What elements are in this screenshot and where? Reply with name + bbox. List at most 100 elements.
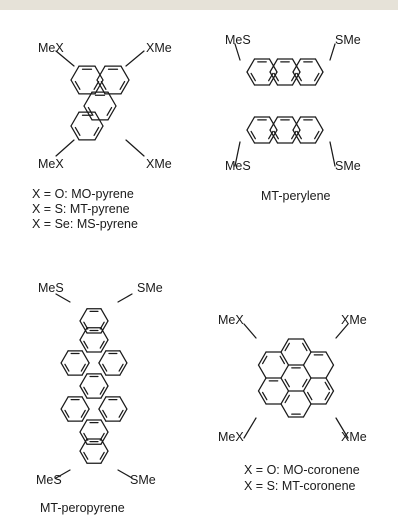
peropyrene-double-bond — [83, 386, 89, 395]
perylene-double-bond — [273, 130, 279, 140]
coronene-bond — [257, 351, 267, 366]
peropyrene-bond — [60, 396, 69, 410]
perylene-bond — [314, 129, 324, 144]
perylene-double-bond — [250, 130, 256, 140]
perylene-label-top-right: SMe — [335, 33, 361, 47]
peropyrene-bond — [81, 396, 90, 410]
perylene-double-bond — [250, 72, 256, 82]
pyrene-bond — [120, 79, 130, 95]
perylene-double-bond — [314, 130, 320, 140]
coronene-bond — [257, 390, 267, 405]
coronene-label-top-left: MeX — [218, 313, 244, 327]
pyrene-label-top-right: XMe — [146, 41, 172, 55]
coronene-double-bond — [279, 355, 286, 365]
peropyrene-double-bond — [99, 340, 105, 349]
peropyrene-bond — [60, 362, 69, 376]
pyrene-double-bond — [100, 80, 107, 90]
perylene-bond — [291, 129, 301, 144]
peropyrene-double-bond — [80, 409, 86, 418]
perylene-double-bond — [314, 72, 320, 82]
coronene-bond — [280, 390, 290, 405]
coronene-caption-s: X = S: MT-coronene — [244, 479, 356, 493]
peropyrene-bond — [100, 419, 109, 433]
peropyrene-substituent-bond — [117, 293, 133, 303]
peropyrene-bond — [81, 350, 90, 364]
peropyrene-bond — [119, 362, 128, 376]
pyrene-bond — [70, 111, 80, 127]
coronene-double-bond — [306, 391, 313, 401]
peropyrene-bond — [100, 385, 109, 399]
perylene-label-top-left: MeS — [225, 33, 251, 47]
pyrene-bond — [94, 65, 104, 81]
peropyrene-structure — [55, 293, 133, 479]
coronene-bond — [325, 351, 335, 366]
pyrene-bond — [94, 125, 104, 141]
pyrene-bond — [70, 65, 80, 81]
coronene-bond — [325, 390, 335, 405]
coronene-bond — [280, 338, 290, 353]
peropyrene-bond — [79, 438, 88, 452]
peropyrene-bond — [79, 339, 88, 353]
pyrene-bond — [70, 125, 80, 141]
pyrene-label-bottom-left: MeX — [38, 157, 64, 171]
perylene-label-bottom-left: MeS — [225, 159, 251, 173]
coronene-label-bottom-right: XMe — [341, 430, 367, 444]
peropyrene-bond — [79, 419, 88, 433]
pyrene-double-bond — [74, 126, 81, 136]
perylene-double-bond — [291, 72, 297, 82]
perylene-structure — [234, 43, 336, 167]
pyrene-caption-se: X = Se: MS-pyrene — [32, 217, 138, 231]
pyrene-caption-o: X = O: MO-pyrene — [32, 187, 134, 201]
coronene-bond — [280, 403, 290, 418]
perylene-bond — [246, 116, 256, 131]
perylene-bond — [314, 116, 324, 131]
peropyrene-double-bond — [64, 409, 70, 418]
coronene-double-bond — [284, 342, 290, 352]
coronene-label-top-right: XMe — [341, 313, 367, 327]
pyrene-structure — [55, 50, 145, 157]
peropyrene-bond — [100, 438, 109, 452]
peropyrene-bond — [119, 350, 128, 364]
peropyrene-double-bond — [99, 451, 105, 460]
peropyrene-bond — [81, 362, 90, 376]
peropyrene-double-bond — [118, 363, 124, 372]
perylene-double-bond — [273, 72, 279, 82]
coronene-substituent-bond — [243, 417, 257, 439]
pyrene-double-bond — [93, 126, 100, 136]
pyrene-substituent-bond — [55, 50, 75, 67]
pyrene-double-bond — [93, 80, 100, 90]
perylene-bond — [246, 71, 256, 86]
coronene-substituent-bond — [335, 323, 349, 339]
peropyrene-bond — [100, 308, 109, 322]
peropyrene-bond — [100, 450, 109, 464]
peropyrene-bond — [60, 408, 69, 422]
coronene-bond — [302, 364, 312, 379]
pyrene-bond — [83, 105, 93, 121]
perylene-substituent-bond — [234, 43, 241, 61]
perylene-bond — [246, 58, 256, 73]
peropyrene-double-bond — [64, 363, 70, 372]
peropyrene-bond — [81, 408, 90, 422]
perylene-bond — [269, 71, 279, 86]
coronene-bond — [257, 364, 267, 379]
peropyrene-bond — [79, 385, 88, 399]
pyrene-bond — [96, 65, 106, 81]
peropyrene-caption: MT-peropyrene — [40, 501, 125, 515]
coronene-bond — [280, 377, 290, 392]
peropyrene-substituent-bond — [55, 469, 71, 479]
peropyrene-bond — [79, 308, 88, 322]
peropyrene-label-top-right: SMe — [137, 281, 163, 295]
pyrene-double-bond — [74, 80, 81, 90]
peropyrene-double-bond — [83, 451, 89, 460]
perylene-substituent-bond — [329, 43, 336, 61]
peropyrene-bond — [79, 327, 88, 341]
perylene-bond — [314, 71, 324, 86]
coronene-bond — [257, 377, 267, 392]
perylene-bond — [246, 129, 256, 144]
coronene-double-bond — [284, 378, 290, 388]
peropyrene-substituent-bond — [55, 293, 71, 303]
pyrene-substituent-bond — [125, 50, 145, 67]
perylene-bond — [269, 129, 279, 144]
coronene-bond — [302, 338, 312, 353]
coronene-double-bond — [261, 391, 268, 401]
